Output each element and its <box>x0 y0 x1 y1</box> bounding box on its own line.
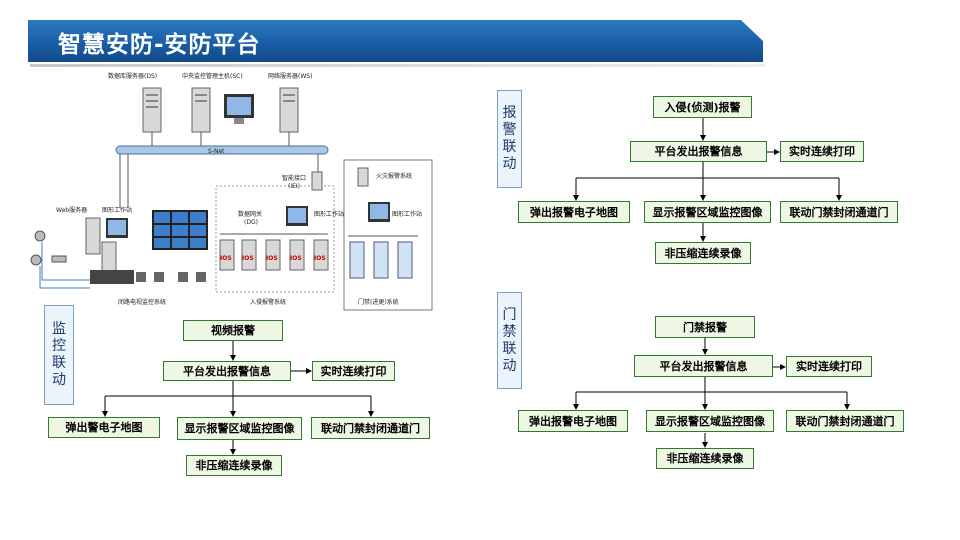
dvr-rack-icon <box>90 270 206 284</box>
access-record-box: 非压缩连续录像 <box>656 448 754 469</box>
label-char: 动 <box>502 156 517 172</box>
ios-modules <box>219 239 329 271</box>
label-char: 联 <box>52 355 66 371</box>
label-char: 禁 <box>502 323 517 340</box>
ios-label-2: IOS <box>242 255 254 262</box>
fire-alarm-icon <box>357 167 369 187</box>
label-char: 控 <box>52 338 66 354</box>
monitor-print-box: 实时连续打印 <box>312 361 395 381</box>
page-title: 智慧安防-安防平台 <box>58 32 261 58</box>
ios-label-3: IOS <box>266 255 278 262</box>
smart-interface-icon <box>311 171 323 191</box>
server-ws-icon <box>279 87 299 133</box>
alarm-trigger-box: 入侵(侦测)报警 <box>653 96 752 118</box>
server-ds-icon <box>142 87 162 133</box>
label-char: 警 <box>502 122 517 138</box>
intrusion-label: 入侵报警系统 <box>250 298 286 306</box>
alarm-record-box: 非压缩连续录像 <box>655 242 751 264</box>
smart-interface-label: 智能接口 <box>282 174 306 182</box>
access-trigger-box: 门禁报警 <box>655 316 755 338</box>
title-banner: 智慧安防-安防平台 <box>28 20 763 62</box>
banner-shadow <box>30 64 765 67</box>
gateway-icon <box>286 206 308 226</box>
access-linkage-label: 门 禁 联 动 <box>497 292 522 389</box>
label-char: 动 <box>502 357 517 374</box>
camera-icon <box>30 230 67 266</box>
snet-bus <box>115 145 329 155</box>
alarm-platform-box: 平台发出报警信息 <box>630 141 767 162</box>
access-door-box: 联动门禁封闭通道门 <box>786 410 904 432</box>
data-gateway-sub: (DG) <box>244 219 258 226</box>
monitor-platform-box: 平台发出报警信息 <box>163 361 291 381</box>
web-server-icon <box>85 217 101 255</box>
access-platform-box: 平台发出报警信息 <box>634 355 773 377</box>
ios-label-5: IOS <box>314 255 326 262</box>
server-sc-label: 中央监控管理主机(SC) <box>182 72 243 80</box>
access-map-box: 弹出报警电子地图 <box>518 410 628 432</box>
monitor-door-box: 联动门禁封闭通道门 <box>311 417 430 439</box>
alarm-print-box: 实时连续打印 <box>780 141 864 162</box>
graphics-ws2-label: 图形工作站 <box>314 210 344 218</box>
monitor-sc-icon <box>224 94 254 124</box>
access-display-box: 显示报警区域监控图像 <box>646 410 774 432</box>
ios-label-4: IOS <box>290 255 302 262</box>
label-char: 联 <box>502 340 517 357</box>
server-ds-label: 数据库服务器(DS) <box>108 72 157 80</box>
web-server-label: Web服务器 <box>56 206 87 214</box>
access-print-box: 实时连续打印 <box>786 356 872 377</box>
graphics-ws3-icon <box>368 202 390 222</box>
monitor-linkage-label: 监 控 联 动 <box>44 305 74 405</box>
ios-label-1: IOS <box>220 255 232 262</box>
snet-label: S-Net <box>208 148 225 155</box>
graphics-ws3-label: 图形工作站 <box>392 210 422 218</box>
data-gateway-label: 数据网关 <box>238 210 262 218</box>
alarm-display-box: 显示报警区域监控图像 <box>644 201 771 223</box>
alarm-map-box: 弹出报警电子地图 <box>518 201 630 223</box>
alarm-door-box: 联动门禁封闭通道门 <box>780 201 898 223</box>
label-char: 门 <box>502 306 517 323</box>
monitor-display-box: 显示报警区域监控图像 <box>177 417 302 440</box>
monitor-map-box: 弹出警电子地图 <box>48 417 160 438</box>
video-wall-icon <box>152 210 208 250</box>
smart-interface-sub: (IEI) <box>288 183 300 190</box>
access-reader-icons <box>349 241 413 279</box>
label-char: 动 <box>52 372 66 388</box>
server-ws-label: 网络服务器(WS) <box>268 72 312 80</box>
alarm-linkage-label: 报 警 联 动 <box>497 90 522 188</box>
fire-alarm-label: 火灾报警系统 <box>376 172 412 180</box>
monitor-trigger-box: 视频报警 <box>183 320 283 341</box>
label-char: 联 <box>502 139 517 155</box>
graphics-ws1-icon <box>101 218 128 273</box>
network-diagram: 数据库服务器(DS) 中央监控管理主机(SC) 网络服务器(WS) S-Net … <box>30 72 433 311</box>
label-char: 监 <box>52 321 66 337</box>
graphics-ws1-label: 图形工作站 <box>102 206 132 214</box>
label-char: 报 <box>502 105 517 121</box>
access-label: 门禁(进更)系统 <box>358 298 399 306</box>
monitor-record-box: 非压缩连续录像 <box>186 455 282 476</box>
cctv-label: 闭路电视监控系统 <box>118 298 166 306</box>
